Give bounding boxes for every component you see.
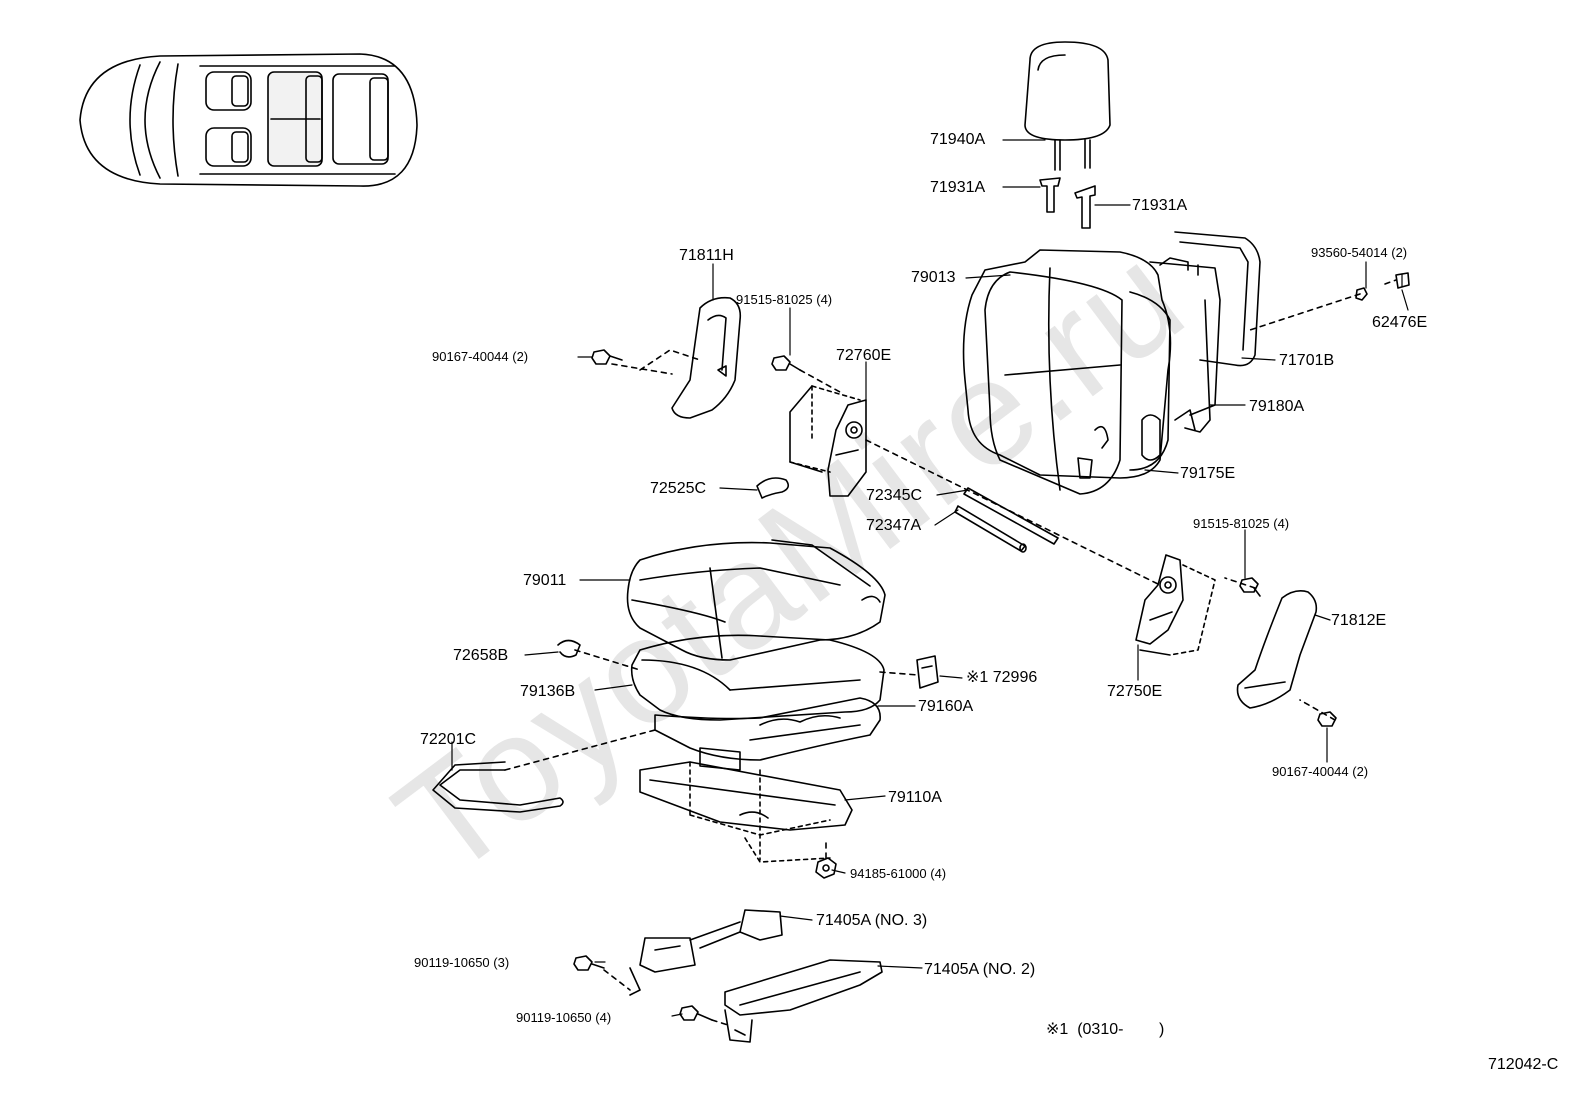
part-label-79011: 79011 xyxy=(523,572,567,589)
part-label-72347a: 72347A xyxy=(866,517,922,534)
recliner-cover-left-icon xyxy=(672,298,740,418)
part-label-93560-54014: 93560-54014 (2) xyxy=(1311,245,1408,260)
assembly-dashed-lines xyxy=(505,280,1396,1025)
seat-rail-no3-icon xyxy=(630,910,782,995)
part-label-90167-40044-right: 90167-40044 (2) xyxy=(1272,764,1369,779)
part-label-72345c: 72345C xyxy=(866,487,923,504)
vehicle-locator-icon xyxy=(80,54,417,186)
part-label-79110a: 79110A xyxy=(888,789,942,806)
cover-clip-icon xyxy=(917,656,938,688)
headrest-icon xyxy=(1025,42,1110,170)
leader-lines xyxy=(452,140,1408,1016)
part-label-71940a: 71940A xyxy=(930,131,986,148)
shaft-icon xyxy=(955,488,1058,552)
spring-icon xyxy=(757,478,788,498)
footnote: ※1 (0310- ) xyxy=(1046,1021,1165,1038)
seat-cushion-pad-icon xyxy=(632,635,884,720)
part-label-94185-61000: 94185-61000 (4) xyxy=(850,866,947,881)
part-label-79136b: 79136B xyxy=(520,683,576,700)
part-label-62476e: 62476E xyxy=(1372,314,1428,331)
part-label-91515-81025-top: 91515-81025 (4) xyxy=(736,292,833,307)
nut-icon xyxy=(816,858,836,878)
part-label-79013: 79013 xyxy=(911,269,956,286)
recliner-right-icon xyxy=(1136,555,1215,655)
wire-icon xyxy=(433,762,563,812)
bolt-icon xyxy=(574,350,1336,1020)
recliner-left-icon xyxy=(790,386,866,496)
part-label-90119-10650-3: 90119-10650 (3) xyxy=(414,955,510,970)
seat-adjuster-icon xyxy=(640,762,852,862)
seat-cushion-icon xyxy=(628,540,886,660)
headrest-support-icon xyxy=(1040,178,1095,228)
part-label-79180a: 79180A xyxy=(1249,398,1305,415)
part-label-71931a-left: 71931A xyxy=(930,179,986,196)
part-label-72760e: 72760E xyxy=(836,347,892,364)
part-label-72996: ※1 72996 xyxy=(966,669,1038,686)
part-label-90167-40044-top: 90167-40044 (2) xyxy=(432,349,529,364)
part-label-71405a-no3: 71405A (NO. 3) xyxy=(816,912,928,929)
part-label-71931a-right: 71931A xyxy=(1132,197,1188,214)
part-label-91515-81025-right: 91515-81025 (4) xyxy=(1193,516,1290,531)
part-label-72525c: 72525C xyxy=(650,480,707,497)
clip-icon xyxy=(1356,273,1409,300)
seatback-icon xyxy=(964,232,1260,494)
recliner-cover-right-icon xyxy=(1238,591,1317,708)
part-label-72658b: 72658B xyxy=(453,647,509,664)
part-label-72201c: 72201C xyxy=(420,731,477,748)
seat-rail-no2-icon xyxy=(725,960,882,1042)
diagram-id: 712042-C xyxy=(1488,1056,1559,1073)
part-label-79160a: 79160A xyxy=(918,698,974,715)
part-label-71701b: 71701B xyxy=(1279,352,1335,369)
part-label-71405a-no2: 71405A (NO. 2) xyxy=(924,961,1036,978)
part-label-79175e: 79175E xyxy=(1180,465,1236,482)
part-label-72750e: 72750E xyxy=(1107,683,1163,700)
seat-frame-icon xyxy=(655,698,880,770)
part-label-71811h: 71811H xyxy=(679,247,734,264)
part-label-71812e: 71812E xyxy=(1331,612,1387,629)
part-label-90119-10650-4: 90119-10650 (4) xyxy=(516,1010,612,1025)
hook-icon xyxy=(558,641,580,657)
